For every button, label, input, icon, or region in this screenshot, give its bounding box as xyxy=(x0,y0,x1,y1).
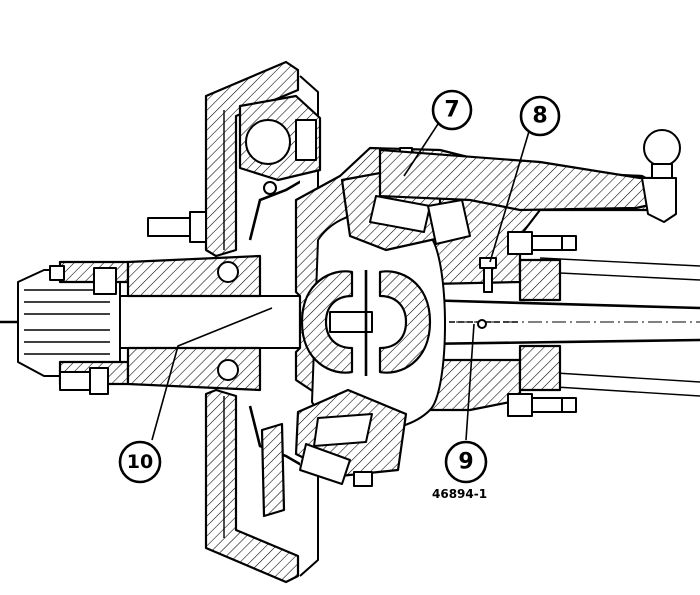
svg-text:9: 9 xyxy=(458,450,473,475)
svg-text:8: 8 xyxy=(532,104,547,129)
callout-8: 8 xyxy=(519,95,561,137)
callout-10: 10 xyxy=(118,440,162,484)
leader-line-8 xyxy=(489,127,531,263)
steering-arm xyxy=(378,129,681,223)
callout-9: 9 xyxy=(444,440,488,484)
leader-line-7 xyxy=(403,123,439,177)
figure-reference-number: 46894-1 xyxy=(432,487,487,501)
left-bolts xyxy=(49,211,207,395)
svg-text:7: 7 xyxy=(444,98,459,123)
lower-roller-bearing xyxy=(294,388,408,487)
grease-nipples xyxy=(477,257,497,329)
callout-7: 7 xyxy=(431,89,473,131)
universal-joint xyxy=(300,270,432,376)
svg-text:10: 10 xyxy=(127,451,153,473)
drive-shaft-tube xyxy=(419,257,700,397)
leader-line-9 xyxy=(465,323,475,441)
leader-line-10 xyxy=(151,307,273,441)
flange-bolts xyxy=(507,231,577,417)
inner-shaft xyxy=(119,254,301,392)
upper-ball-bearing xyxy=(238,94,322,195)
